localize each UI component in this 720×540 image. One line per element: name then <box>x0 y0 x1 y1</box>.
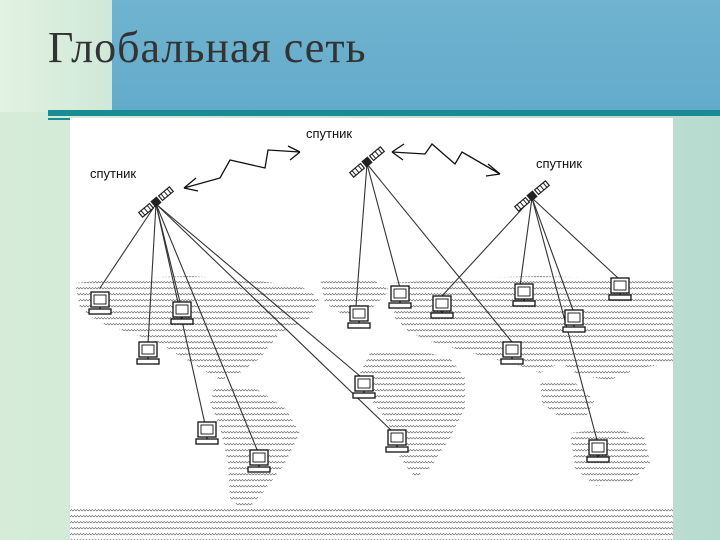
satellite-label-left: спутник <box>90 166 136 181</box>
link-left-center <box>183 149 301 189</box>
link-center-right-arrowhead-b <box>485 163 501 177</box>
computer-icon <box>512 283 536 307</box>
map-australia <box>570 428 650 486</box>
map-north-america <box>75 276 320 380</box>
header-left-panel <box>0 0 112 112</box>
satellite-label-right: спутник <box>536 156 582 171</box>
computer-icon <box>347 305 371 329</box>
computer-icon <box>388 285 412 309</box>
inter-satellite-links <box>183 143 501 192</box>
link-left-center-arrowhead-b <box>287 145 301 161</box>
link-center-right-arrowhead-a <box>391 143 405 161</box>
computer-icon <box>352 375 376 399</box>
computer-icon <box>385 429 409 453</box>
map-lower-fill <box>70 508 673 540</box>
world-map <box>70 276 673 540</box>
computer-icon <box>170 301 194 325</box>
computer-icon <box>430 295 454 319</box>
map-greenland <box>320 278 390 316</box>
map-europe-asia <box>390 276 673 380</box>
computer-icon <box>136 341 160 365</box>
map-southeast-asia <box>540 380 595 418</box>
link-left-center-arrowhead-a <box>183 177 199 192</box>
title-underline <box>48 110 720 116</box>
link-center-right <box>391 143 501 175</box>
computer-icon <box>562 309 586 333</box>
computer-icon <box>247 449 271 473</box>
computer-icon <box>500 341 524 365</box>
computer-icon <box>88 291 112 315</box>
computer-icon <box>195 421 219 445</box>
header-band <box>112 0 720 112</box>
satellite-center <box>349 146 385 178</box>
map-africa <box>360 350 465 478</box>
title-underline-accent <box>48 118 74 120</box>
computer-icon <box>586 439 610 463</box>
slide-title: Глобальная сеть <box>48 23 367 72</box>
computer-icon <box>608 277 632 301</box>
network-diagram: спутник спутник спутник <box>70 118 673 540</box>
network-diagram-svg: спутник спутник спутник <box>70 126 673 540</box>
satellite-label-center: спутник <box>306 126 352 141</box>
satellite-right <box>514 180 550 212</box>
